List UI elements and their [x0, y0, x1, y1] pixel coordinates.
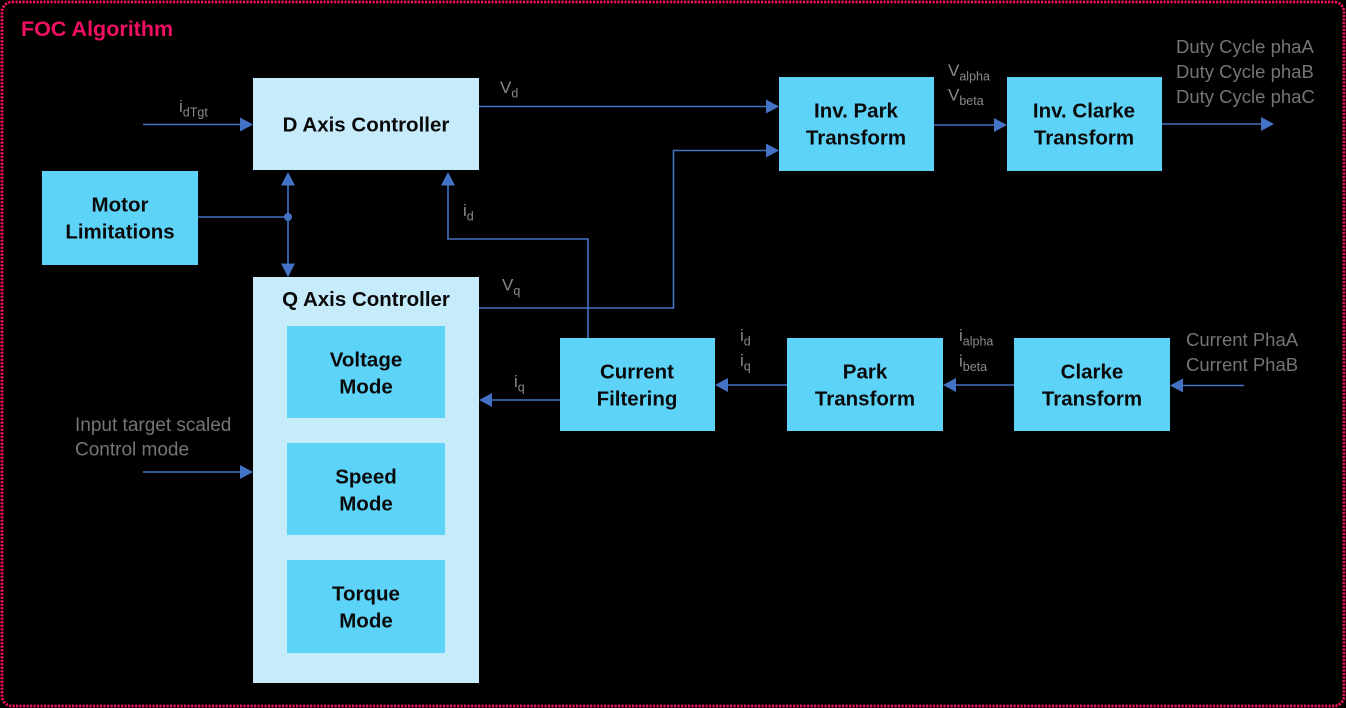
svg-text:Duty Cycle phaA: Duty Cycle phaA	[1176, 36, 1314, 57]
svg-text:Motor: Motor	[92, 193, 149, 216]
svg-text:Mode: Mode	[339, 610, 393, 633]
svg-text:iq: iq	[514, 372, 525, 394]
svg-text:Mode: Mode	[339, 493, 393, 516]
svg-text:Duty Cycle phaC: Duty Cycle phaC	[1176, 86, 1315, 107]
svg-text:Inv. Clarke: Inv. Clarke	[1033, 99, 1135, 122]
svg-text:Transform: Transform	[1034, 127, 1134, 150]
svg-text:Voltage: Voltage	[330, 348, 403, 371]
svg-text:Input target scaled: Input target scaled	[75, 415, 231, 436]
svg-text:Limitations: Limitations	[65, 221, 174, 244]
svg-text:iq: iq	[740, 351, 751, 373]
svg-text:Current PhaA: Current PhaA	[1186, 329, 1299, 350]
svg-text:Inv. Park: Inv. Park	[814, 99, 899, 122]
svg-text:Speed: Speed	[335, 465, 397, 488]
svg-text:Torque: Torque	[332, 582, 400, 605]
svg-text:Duty Cycle phaB: Duty Cycle phaB	[1176, 61, 1314, 82]
svg-text:Filtering: Filtering	[597, 388, 678, 411]
svg-text:Transform: Transform	[806, 127, 906, 150]
svg-text:id: id	[463, 201, 474, 223]
svg-text:Park: Park	[843, 360, 888, 383]
svg-text:Mode: Mode	[339, 376, 393, 399]
svg-text:Current PhaB: Current PhaB	[1186, 354, 1298, 375]
svg-text:id: id	[740, 326, 751, 348]
svg-text:Transform: Transform	[815, 388, 915, 411]
svg-text:FOC Algorithm: FOC Algorithm	[21, 17, 173, 41]
svg-text:Control mode: Control mode	[75, 440, 189, 461]
svg-text:Current: Current	[600, 360, 674, 383]
svg-text:Transform: Transform	[1042, 388, 1142, 411]
svg-text:Q Axis Controller: Q Axis Controller	[282, 288, 450, 311]
svg-text:D Axis Controller: D Axis Controller	[283, 114, 450, 137]
svg-text:Clarke: Clarke	[1061, 360, 1124, 383]
